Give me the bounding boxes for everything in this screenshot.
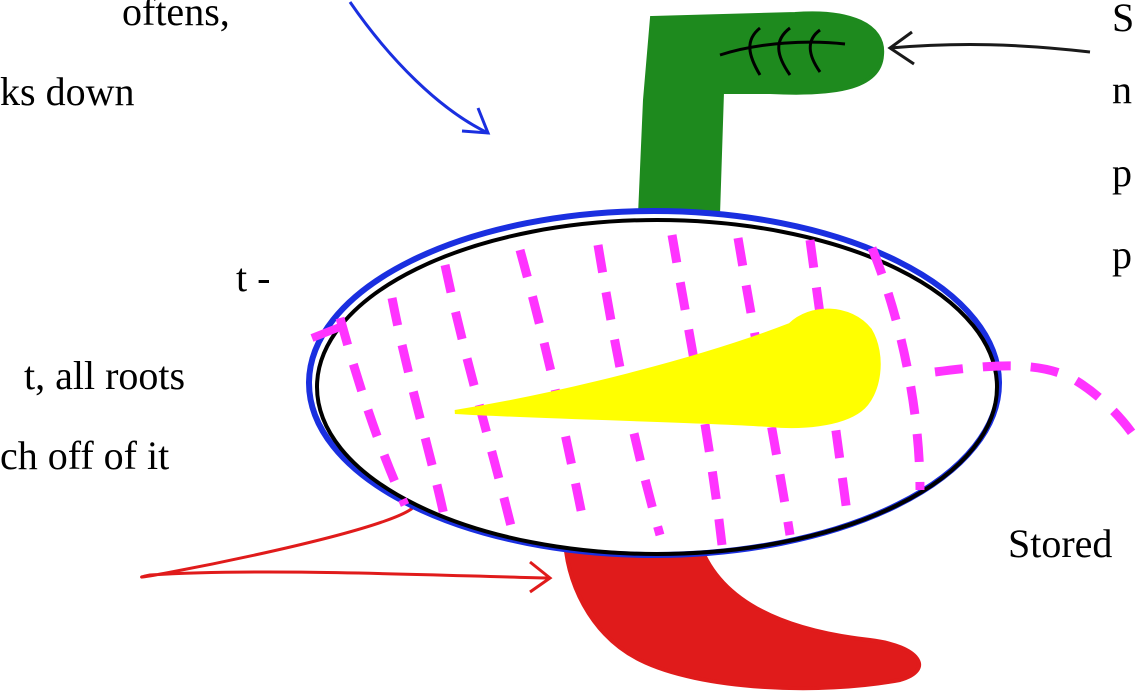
left-text-line2: ks down: [0, 72, 134, 112]
right-text-line3: p: [1112, 153, 1132, 193]
right-text-line1: S: [1112, 0, 1134, 38]
right-text-line4: p: [1112, 235, 1132, 275]
root-radicle: [565, 535, 919, 688]
right-text-line2: n: [1112, 70, 1132, 110]
left-text-line4: t, all roots: [24, 356, 185, 396]
left-text-line1: oftens,: [122, 0, 230, 32]
stored-label: Stored: [1008, 524, 1112, 564]
blue-pointer-arrow: [350, 2, 488, 133]
left-text-line5: ch off of it: [0, 436, 169, 476]
black-pointer-arrow: [890, 32, 1090, 64]
left-text-line3: t -: [236, 258, 270, 298]
shoot-plumule: [640, 13, 882, 215]
